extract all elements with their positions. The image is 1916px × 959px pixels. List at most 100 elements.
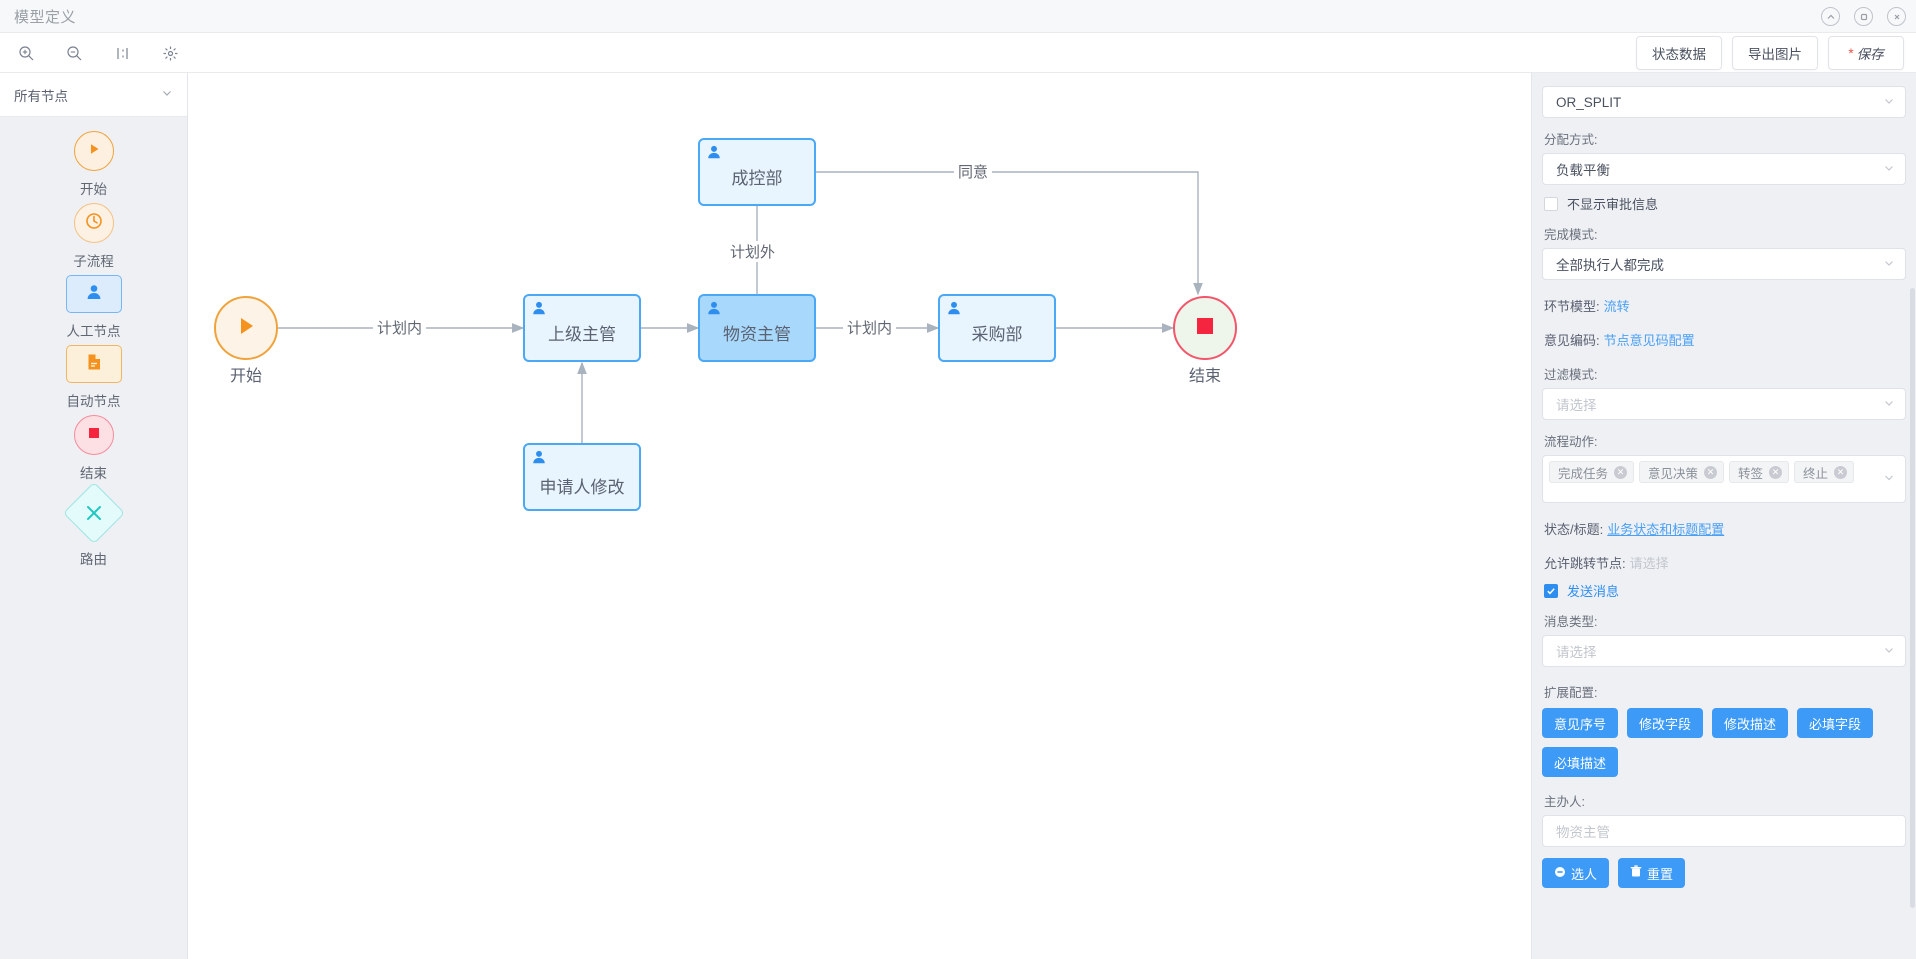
checkbox-icon[interactable]	[1544, 196, 1558, 211]
canvas-node-shangjizhuguan[interactable]: 上级主管	[523, 294, 641, 362]
assign-mode-label: 分配方式:	[1544, 133, 1598, 147]
tag-remove-icon[interactable]: ✕	[1614, 465, 1628, 479]
status-data-button[interactable]: 状态数据	[1636, 36, 1722, 70]
send-message-checkbox-row[interactable]: 发送消息	[1544, 581, 1906, 600]
pick-person-button[interactable]: 选人	[1542, 858, 1610, 888]
stop-icon	[1194, 315, 1216, 342]
auto-node-shape	[65, 345, 122, 383]
palette-item-route[interactable]: 路由	[62, 481, 125, 568]
allow-jump-row: 允许跳转节点: 请选择	[1544, 553, 1906, 572]
palette-header[interactable]: 所有节点	[0, 73, 187, 117]
properties-panel: OR_SPLIT 分配方式: 负载平衡 不显示审批信息 完成模式: 全部执行人都…	[1531, 73, 1916, 959]
hide-approval-label: 不显示审批信息	[1567, 197, 1659, 212]
split-mode-select[interactable]: OR_SPLIT	[1542, 86, 1906, 118]
modify-description-button[interactable]: 修改描述	[1712, 708, 1789, 738]
tag-item[interactable]: 意见决策✕	[1639, 461, 1725, 483]
complete-mode-label: 完成模式:	[1544, 228, 1598, 242]
hide-approval-checkbox-row[interactable]: 不显示审批信息	[1544, 194, 1906, 213]
end-node-circle	[1173, 296, 1237, 360]
flow-canvas[interactable]: 开始 成控部 上级主管	[188, 73, 1530, 959]
required-field-button[interactable]: 必填字段	[1797, 708, 1874, 738]
complete-mode-value: 全部执行人都完成	[1556, 258, 1664, 273]
tag-remove-icon[interactable]: ✕	[1834, 465, 1848, 479]
canvas-node-shenqingrenxiugai[interactable]: 申请人修改	[523, 443, 641, 511]
end-node-caption: 结束	[1188, 368, 1221, 385]
title-bar: 模型定义	[0, 0, 1916, 33]
fit-screen-icon[interactable]	[158, 41, 182, 65]
panel-scrollbar[interactable]	[1910, 288, 1915, 908]
send-message-label: 发送消息	[1567, 584, 1620, 599]
assign-mode-select[interactable]: 负载平衡	[1542, 153, 1906, 185]
chevron-down-icon	[1883, 257, 1895, 272]
human-node-box-selected: 物资主管	[698, 294, 816, 362]
tag-remove-icon[interactable]: ✕	[1769, 465, 1783, 479]
reset-button[interactable]: 重置	[1618, 858, 1686, 888]
maximize-icon[interactable]	[1854, 7, 1873, 26]
message-type-placeholder: 请选择	[1556, 645, 1597, 660]
edge-label-agree: 同意	[954, 161, 993, 182]
route-node-shape	[62, 481, 125, 545]
status-title-link[interactable]: 业务状态和标题配置	[1607, 522, 1725, 537]
edge-label-plan-out: 计划外	[726, 241, 780, 262]
tag-remove-icon[interactable]: ✕	[1704, 465, 1718, 479]
tag-item[interactable]: 完成任务 ✕	[1549, 461, 1635, 483]
filter-mode-select[interactable]: 请选择	[1542, 388, 1906, 420]
subprocess-node-shape	[73, 203, 114, 243]
message-type-select[interactable]: 请选择	[1542, 635, 1906, 667]
checkbox-checked-icon[interactable]	[1544, 583, 1558, 598]
owner-placeholder: 物资主管	[1556, 825, 1610, 840]
tag-item[interactable]: 终止✕	[1794, 461, 1855, 483]
start-node-caption: 开始	[229, 368, 262, 385]
required-description-button[interactable]: 必填描述	[1542, 747, 1619, 777]
zoom-out-icon[interactable]	[62, 41, 86, 65]
palette-item-label: 自动节点	[66, 394, 121, 409]
chevron-down-icon	[1883, 644, 1895, 659]
save-button[interactable]: *保存	[1828, 36, 1904, 70]
palette-item-start[interactable]: 开始	[73, 131, 114, 198]
node-label: 成控部	[731, 168, 783, 188]
canvas-node-end[interactable]: 结束	[1173, 296, 1237, 385]
user-icon	[530, 448, 548, 471]
trash-icon	[1630, 865, 1642, 881]
zoom-in-icon[interactable]	[14, 41, 38, 65]
export-image-button[interactable]: 导出图片	[1732, 36, 1818, 70]
palette-item-human-node[interactable]: 人工节点	[65, 275, 122, 340]
human-node-box: 申请人修改	[523, 443, 641, 511]
opinion-sequence-button[interactable]: 意见序号	[1542, 708, 1619, 738]
canvas-node-start[interactable]: 开始	[214, 296, 278, 385]
link-model-label: 环节模型:	[1544, 299, 1600, 314]
align-icon[interactable]	[110, 41, 134, 65]
palette-item-label: 人工节点	[66, 324, 121, 339]
canvas-node-caigoubu[interactable]: 采购部	[938, 294, 1056, 362]
chevron-down-icon	[1883, 162, 1895, 177]
canvas-node-wuzizhuguan[interactable]: 物资主管	[698, 294, 816, 362]
owner-action-buttons: 选人 重置	[1542, 858, 1906, 888]
human-node-box: 成控部	[698, 138, 816, 206]
canvas-node-chengkongbu[interactable]: 成控部	[698, 138, 816, 206]
extension-config-buttons: 意见序号 修改字段 修改描述 必填字段 必填描述	[1542, 708, 1906, 777]
extension-config-label: 扩展配置:	[1544, 686, 1598, 700]
allow-jump-placeholder[interactable]: 请选择	[1629, 556, 1669, 571]
opinion-code-link[interactable]: 节点意见码配置	[1603, 333, 1695, 348]
window-controls	[1821, 0, 1906, 33]
play-icon	[233, 313, 259, 344]
human-node-box: 采购部	[938, 294, 1056, 362]
node-label: 申请人修改	[539, 477, 625, 497]
link-model-link[interactable]: 流转	[1603, 299, 1630, 314]
complete-mode-select[interactable]: 全部执行人都完成	[1542, 248, 1906, 280]
palette-item-end[interactable]: 结束	[73, 415, 114, 482]
edge-label-plan-in-1: 计划内	[373, 317, 427, 338]
tag-label: 完成任务	[1558, 466, 1609, 481]
collapse-icon[interactable]	[1821, 7, 1840, 26]
close-icon[interactable]	[1887, 7, 1906, 26]
chevron-down-icon	[161, 87, 173, 102]
owner-input[interactable]: 物资主管	[1542, 815, 1906, 847]
user-icon	[705, 299, 723, 322]
palette-item-subprocess[interactable]: 子流程	[73, 203, 114, 270]
process-actions-multiselect[interactable]: 完成任务 ✕ 意见决策✕ 转签✕ 终止✕	[1542, 455, 1906, 503]
status-title-label: 状态/标题:	[1544, 522, 1604, 537]
tag-item[interactable]: 转签✕	[1729, 461, 1790, 483]
palette-item-label: 路由	[80, 552, 107, 567]
palette-item-auto-node[interactable]: 自动节点	[65, 345, 122, 410]
modify-field-button[interactable]: 修改字段	[1627, 708, 1704, 738]
